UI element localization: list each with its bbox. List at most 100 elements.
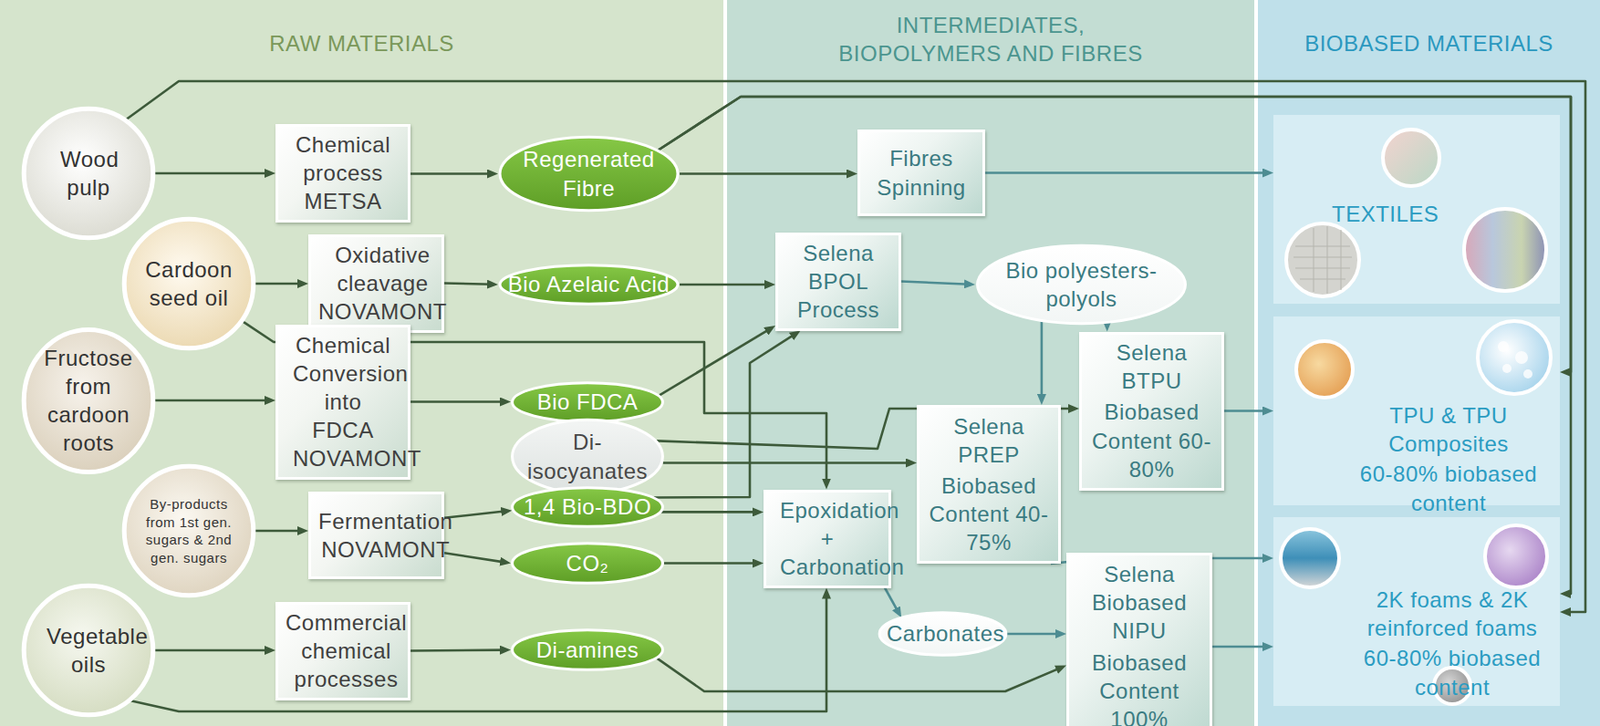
flow-arrow [654, 333, 797, 499]
node-label: CO₂ [566, 549, 610, 578]
flow-arrow [1212, 645, 1268, 649]
node-label: 1,4 Bio-BDO [523, 492, 652, 521]
node-label: Oxidative cleavage NOVAMONT [318, 240, 447, 327]
flow-arrow [985, 171, 1268, 175]
raw-material-circle: By-products from 1st gen. sugars & 2nd g… [122, 464, 256, 598]
flow-arrow [664, 561, 759, 565]
band-ground [0, 0, 724, 726]
node-sublabel: Biobased Content 40-75% [926, 471, 1051, 558]
flow-arrow [410, 400, 506, 404]
node-label: Bio polyesters-polyols [997, 256, 1166, 313]
flow-arrow [663, 461, 912, 465]
node-label: Fermentation NOVAMONT [318, 507, 453, 564]
node-label: Di-amines [536, 635, 640, 665]
node-label: Bio Azelaic Acid [508, 270, 670, 299]
flow-arrow [410, 172, 493, 176]
flow-arrow [444, 283, 493, 285]
flow-arrow [679, 283, 770, 287]
column-band: INTERMEDIATES, BIOPOLYMERS AND FIBRES Fib… [727, 0, 1255, 726]
flow-arrow [1224, 409, 1268, 413]
granule-texture [1497, 341, 1533, 379]
band-heading: INTERMEDIATES, BIOPOLYMERS AND FIBRES [826, 10, 1155, 68]
raw-material-circle: Cardoon seed oil [122, 217, 256, 351]
flow-arrow [154, 649, 271, 653]
node-label: Di-isocyanates [519, 427, 656, 485]
node-label: Selena Biobased NIPU [1079, 560, 1200, 646]
flow-arrow [884, 588, 899, 614]
node-label: By-products from 1st gen. sugars & 2nd g… [142, 495, 236, 567]
band-heading: BIOBASED MATERIALS [1265, 29, 1594, 58]
node-sublabel: Biobased Content 100% [1076, 648, 1203, 726]
product-ellipse: Bio FDCA [509, 382, 665, 423]
application-panel: TPU & TPU Composites60-80% biobased cont… [1273, 316, 1560, 506]
photo-circle [122, 464, 256, 598]
product-ellipse: Bio Azelaic Acid [497, 264, 681, 305]
node-label: Fibres Spinning [867, 144, 976, 201]
photo-circle [21, 106, 156, 240]
process-box: Selena BPOL Process [775, 232, 902, 332]
node-label: Selena BTPU [1089, 338, 1215, 395]
node-label: TPU & TPU Composites [1340, 401, 1557, 458]
ellipse-shape [974, 244, 1189, 325]
node-label: Bio FDCA [537, 387, 639, 416]
product-ellipse: 1,4 Bio-BDO [509, 487, 665, 528]
process-box: Fermentation NOVAMONT [308, 491, 445, 580]
flow-arrow [154, 172, 271, 176]
process-box: Chemical process METSA [275, 124, 411, 223]
node-label: Commercial chemical processes [285, 608, 407, 695]
column-band: RAW MATERIALS Wood pulp Chemical process M… [0, 0, 724, 726]
product-ellipse: Carbonates [877, 612, 1008, 656]
flow-arrow [410, 648, 506, 653]
flow-arrow [661, 510, 759, 514]
photo-circle [21, 583, 156, 717]
node-sublabel: 60-80% biobased content [1348, 644, 1557, 701]
photo-circle [122, 217, 256, 351]
flow-arrow [125, 81, 1586, 613]
band-ground [1257, 0, 1600, 726]
flow-arrow [444, 510, 507, 519]
flow-arrow [254, 282, 303, 286]
application-panel: 2K foams & 2K reinforced foams60-80% bio… [1273, 517, 1560, 707]
process-box: Oxidative cleavage NOVAMONT [308, 234, 445, 333]
node-label: Wood pulp [60, 145, 117, 202]
raw-material-circle: Vegetable oils [21, 583, 156, 717]
node-label: Chemical Conversion into FDCA NOVAMONT [292, 331, 394, 474]
flow-arrow [154, 399, 271, 403]
node-label: Fructose from cardoon roots [31, 343, 146, 458]
panel-ground [1273, 114, 1560, 304]
node-label: Cardoon seed oil [135, 255, 243, 312]
raw-material-circle: Fructose from cardoon roots [21, 327, 156, 475]
process-box: Fibres Spinning [857, 129, 986, 217]
flow-arrow [901, 281, 970, 285]
flow-arrow [444, 552, 506, 562]
node-label: Selena PREP [926, 412, 1051, 469]
product-ellipse: Bio polyesters-polyols [974, 244, 1189, 325]
flow-arrow [679, 172, 852, 176]
node-label: Vegetable oils [46, 622, 131, 679]
column-band: BIOBASED MATERIALSTEXTILESTPU & TPU Comp… [1257, 0, 1600, 726]
node-label: Carbonates [886, 619, 1005, 648]
raw-material-circle: Wood pulp [21, 106, 156, 240]
node-label: Chemical process METSA [285, 130, 401, 217]
product-ellipse: Di-amines [509, 629, 665, 671]
flow-arrow [254, 529, 303, 533]
flow-arrow [658, 96, 1571, 594]
node-label: Selena BPOL Process [785, 238, 892, 325]
flow-arrow [656, 658, 1061, 692]
application-panel: TEXTILES [1273, 114, 1560, 304]
flow-arrow [659, 328, 771, 395]
band-heading: RAW MATERIALS [42, 29, 682, 58]
product-ellipse: Regenerated Fibre [497, 135, 681, 212]
process-box: Commercial chemical processes [275, 602, 411, 701]
flow-arrow [130, 593, 827, 713]
flow-arrow [1007, 633, 1061, 636]
process-box: Chemical Conversion into FDCA NOVAMONT [275, 324, 411, 480]
node-label: Regenerated Fibre [506, 145, 672, 202]
node-sublabel: 60-80% biobased content [1340, 459, 1557, 517]
product-box: Selena Biobased NIPUBiobased Content 100… [1066, 552, 1213, 726]
product-box: Selena PREPBiobased Content 40-75% [916, 405, 1061, 564]
flow-arrow [1040, 321, 1044, 400]
node-label: 2K foams & 2K reinforced foams [1348, 585, 1557, 643]
